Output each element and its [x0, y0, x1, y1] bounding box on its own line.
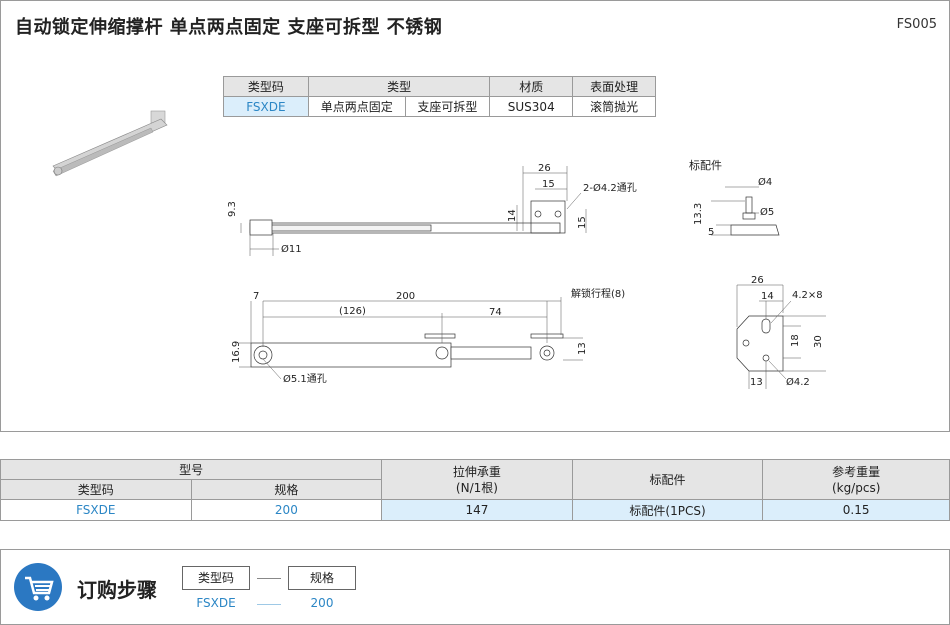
- model-type-code: FSXDE: [0, 499, 192, 521]
- spec-type-b: 支座可拆型: [404, 96, 491, 117]
- dim-126: (126): [339, 306, 366, 317]
- order-panel: 订购步骤 类型码 规格 FSXDE 200: [0, 549, 950, 625]
- bottom-view: [239, 297, 583, 380]
- dim-hole-51: Ø5.1通孔: [283, 373, 327, 385]
- model-header-load-1: 拉伸承重: [452, 464, 501, 479]
- technical-drawing: 26 15 2-Ø4.2通孔 9.3 14 15 Ø11 标配件 Ø4 Ø5 1…: [52, 110, 826, 389]
- model-header-spec: 规格: [190, 479, 383, 500]
- dim-acc-5: Ø5: [760, 206, 774, 218]
- dim-11: Ø11: [281, 243, 302, 255]
- order-connector-2: [257, 604, 281, 605]
- order-value-type-code: FSXDE: [196, 596, 236, 610]
- order-title: 订购步骤: [77, 578, 157, 602]
- dim-7: 7: [253, 291, 259, 302]
- dim-15-side: 15: [577, 216, 588, 229]
- spec-table: 类型码 类型 材质 表面处理 FSXDE 单点两点固定 支座可拆型 SUS304…: [223, 76, 656, 117]
- bracket-view: [736, 284, 826, 389]
- order-value-spec: 200: [310, 596, 334, 610]
- dim-13-end: 13: [577, 342, 588, 355]
- dim-16-9: 16.9: [231, 341, 242, 363]
- dim-26-r: 26: [751, 275, 764, 286]
- model-header-type-code: 类型码: [0, 479, 192, 500]
- model-load: 147: [381, 499, 573, 521]
- dim-5-h: 5: [708, 227, 714, 238]
- model-header-load: 拉伸承重 (N/1根): [381, 459, 573, 500]
- spec-material: SUS304: [489, 96, 574, 117]
- dim-13-3: 13.3: [693, 203, 704, 225]
- dim-200: 200: [396, 291, 415, 302]
- model-spec: 200: [190, 499, 383, 521]
- side-view: [240, 166, 587, 256]
- model-header-load-2: (N/1根): [455, 480, 498, 495]
- order-box-spec: 规格: [288, 566, 356, 590]
- spec-header-type-code: 类型码: [223, 76, 309, 97]
- spec-header-finish: 表面处理: [572, 76, 656, 97]
- model-weight: 0.15: [762, 499, 950, 521]
- spec-type-code: FSXDE: [223, 96, 309, 117]
- spec-header-material: 材质: [489, 76, 574, 97]
- product-photo: [52, 110, 168, 177]
- dim-hole-2: 2-Ø4.2通孔: [583, 182, 637, 194]
- dim-14-side: 14: [507, 209, 518, 222]
- model-accessory: 标配件(1PCS): [571, 499, 764, 521]
- dim-9-3: 9.3: [227, 201, 238, 217]
- dim-4-2x8: 4.2×8: [792, 290, 823, 301]
- accessory-drawing: [711, 186, 780, 236]
- spec-finish: 滚筒抛光: [572, 96, 656, 117]
- model-group-header: 型号: [0, 459, 383, 480]
- model-header-weight-2: (kg/pcs): [831, 480, 881, 495]
- dim-4-2: Ø4.2: [786, 376, 810, 388]
- dim-unlock: 解锁行程(8): [571, 287, 625, 300]
- dim-74: 74: [489, 307, 502, 318]
- accessory-label: 标配件: [689, 158, 722, 172]
- model-header-weight: 参考重量 (kg/pcs): [762, 459, 950, 500]
- dim-acc-4: Ø4: [758, 176, 772, 188]
- dim-13-r: 13: [750, 377, 763, 388]
- cart-icon: [14, 563, 62, 611]
- dim-30: 30: [813, 335, 824, 348]
- product-panel: 自动锁定伸缩撑杆 单点两点固定 支座可拆型 不锈钢 FS005 类型码 类型 材…: [0, 0, 950, 432]
- model-header-accessory: 标配件: [571, 459, 764, 500]
- model-table: 型号 拉伸承重 (N/1根) 标配件 参考重量 (kg/pcs) 类型码 规格 …: [0, 459, 950, 521]
- spec-type-a: 单点两点固定: [307, 96, 406, 117]
- dim-14-r: 14: [761, 291, 774, 302]
- dim-18: 18: [790, 334, 801, 347]
- dim-15-top: 15: [542, 179, 555, 190]
- order-box-type-code: 类型码: [182, 566, 250, 590]
- page-title: 自动锁定伸缩撑杆 单点两点固定 支座可拆型 不锈钢: [15, 17, 443, 38]
- dim-26-top: 26: [538, 163, 551, 174]
- product-code: FS005: [896, 17, 937, 32]
- spec-header-type: 类型: [307, 76, 491, 97]
- order-connector-1: [257, 578, 281, 579]
- model-header-weight-1: 参考重量: [832, 464, 881, 479]
